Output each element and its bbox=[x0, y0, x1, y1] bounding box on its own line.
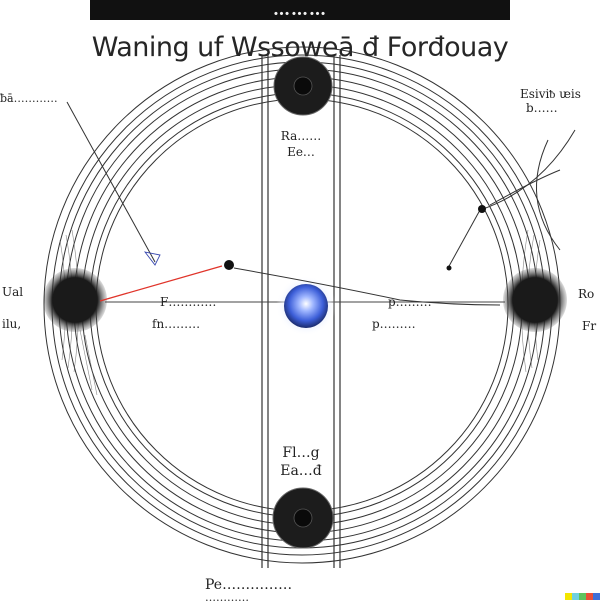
label-top-left: ƀā………… bbox=[0, 92, 58, 105]
label-top-right-1: Esiviᵬ ᵫis bbox=[520, 87, 581, 101]
label-inner-top-1: Ra…… bbox=[280, 129, 322, 143]
red-line-endpoint bbox=[224, 260, 234, 270]
callout-node-small bbox=[446, 265, 452, 271]
left-dark-node-core bbox=[53, 278, 97, 322]
label-top-right-2: b…… bbox=[526, 101, 558, 115]
top-disc-node bbox=[273, 56, 333, 116]
top-header-band: ……… bbox=[90, 0, 510, 20]
label-inner-top-2: Ee… bbox=[287, 145, 315, 159]
label-bottom-1: Pe…………… bbox=[205, 577, 293, 593]
swatch-blue bbox=[593, 593, 600, 600]
swatch-cyan bbox=[572, 593, 579, 600]
callout-lines bbox=[66, 101, 576, 306]
label-right-edge-1: Ro bbox=[578, 287, 595, 301]
red-accent-line bbox=[99, 265, 223, 302]
central-orb bbox=[284, 284, 328, 328]
label-center-right-2: p……… bbox=[372, 317, 416, 331]
color-swatch-strip bbox=[565, 593, 600, 600]
swatch-green bbox=[579, 593, 586, 600]
label-center-left-1: F………… bbox=[160, 295, 217, 309]
label-center-left-2: fn……… bbox=[152, 317, 201, 331]
label-left-edge-1: Ual bbox=[2, 285, 24, 299]
label-inner-bottom-1: Fl…g bbox=[282, 445, 320, 461]
right-dark-node-core bbox=[513, 278, 557, 322]
bottom-disc-node bbox=[272, 487, 334, 549]
label-inner-bottom-2: Ea…đ bbox=[280, 463, 322, 479]
label-bottom-2: ………… bbox=[205, 591, 249, 604]
label-left-edge-2: ilu, bbox=[2, 317, 22, 331]
swatch-red bbox=[586, 593, 593, 600]
swatch-yellow bbox=[565, 593, 572, 600]
label-center-right-1: p……… bbox=[388, 295, 432, 309]
label-right-edge-2: Fr bbox=[582, 319, 597, 333]
page-title: Waning uf Wssoweā đ Forđouay bbox=[91, 32, 509, 63]
callout-node-right bbox=[478, 205, 486, 213]
